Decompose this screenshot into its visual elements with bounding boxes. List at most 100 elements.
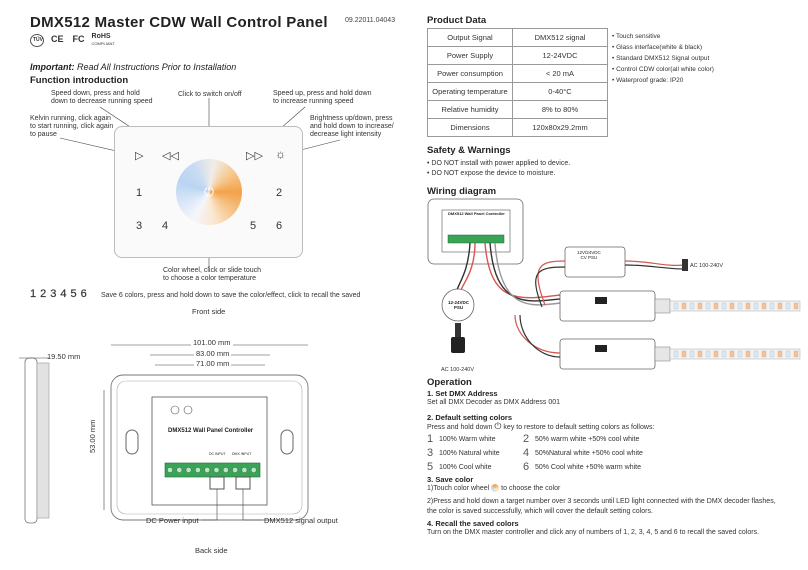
side-profile [24, 357, 38, 524]
save-number: 1 [30, 288, 37, 300]
back-housing-inner [116, 380, 303, 515]
screw-slot-left [125, 429, 139, 455]
color-label: 50% Cool white +50% warm white [534, 463, 641, 471]
table-cell-key: Output Signal [427, 28, 513, 47]
color-number: 5 [427, 461, 434, 473]
list-item: • Standard DMX512 Signal output [612, 55, 710, 62]
callout-speed-up: Speed up, press and hold down to increas… [273, 90, 372, 105]
panel-key-1[interactable]: 1 [136, 187, 143, 199]
dmx-output-label: DMX512 signal output [264, 516, 338, 525]
panel-key-6[interactable]: 6 [276, 220, 283, 232]
panel-key-4[interactable]: 4 [162, 220, 169, 232]
ce-logo: CE [51, 33, 64, 44]
list-item: 6 50% Cool white +50% warm white [523, 461, 673, 473]
speed-up-key-icon[interactable]: ▷▷ [246, 150, 263, 162]
important-note: Important: Read All Instructions Prior t… [30, 62, 236, 72]
strip-led [721, 350, 727, 358]
dim-83: 83.00 mm [194, 349, 232, 358]
terminal-pin [213, 467, 220, 473]
strip-body [669, 300, 801, 312]
table-cell-key: Power consumption [427, 64, 513, 83]
callout-kelvin: Kelvin running, click again to start run… [30, 115, 114, 138]
panel-key-2[interactable]: 2 [276, 187, 283, 199]
strip-led [713, 302, 719, 310]
color-temperature-wheel[interactable] [176, 159, 242, 225]
terminal-pin [176, 467, 183, 473]
wiring-heading: Wiring diagram [427, 186, 497, 197]
ac-label-left: AC 100-240V [441, 367, 475, 373]
strip-led [729, 302, 735, 310]
terminal-pin [167, 467, 173, 473]
terminal-pin [204, 467, 210, 473]
page-title: DMX512 Master CDW Wall Control Panel [30, 14, 328, 31]
list-item: 5 100% Cool white [427, 461, 523, 473]
step-1-text: Set all DMX Decoder as DMX Address 001 [427, 399, 561, 406]
step-3-heading: 3. Save color [427, 475, 474, 484]
color-number: 6 [523, 461, 530, 473]
save-number: 4 [60, 288, 67, 300]
strip-led [793, 350, 799, 358]
color-number: 2 [523, 433, 530, 445]
dmx-connector [235, 476, 251, 490]
step-1-heading: 1. Set DMX Address [427, 389, 498, 398]
strip-led [681, 350, 687, 358]
strip-led [673, 350, 679, 358]
safety-heading: Safety & Warnings [427, 145, 511, 156]
speed-down-key-icon[interactable]: ◁◁ [162, 150, 179, 162]
strip-led [697, 302, 703, 310]
save-number: 5 [70, 288, 77, 300]
save-number: 2 [40, 288, 47, 300]
power-icon[interactable]: ⏻ [203, 184, 215, 199]
back-side-drawing [19, 344, 309, 524]
terminal-block [164, 462, 261, 478]
rohs-text: RoHS [91, 33, 111, 40]
strip-led [737, 350, 743, 358]
panel-key-5[interactable]: 5 [250, 220, 257, 232]
strip-led [793, 302, 799, 310]
cv-psu-label: 12V/24VDC CV PSU [577, 250, 601, 260]
terminal-pin [185, 467, 192, 473]
strip-led [705, 350, 711, 358]
strip-led [777, 302, 783, 310]
default-colors-list: 1 100% Warm white 2 50% warm white +50% … [427, 433, 673, 473]
table-cell-value: 0-40°C [512, 82, 608, 101]
dc-power-input-label: DC Power input [146, 516, 199, 525]
color-label: 50% warm white +50% cool white [534, 435, 640, 443]
product-data-heading: Product Data [427, 15, 487, 26]
strip-led [761, 302, 767, 310]
side-profile-shade [36, 362, 50, 519]
safety-list: • DO NOT install with power applied to d… [427, 159, 570, 178]
step-3-text-1a: 1)Touch color wheel [427, 485, 490, 492]
panel-key-3[interactable]: 3 [136, 220, 143, 232]
brightness-key-icon[interactable]: ☼ [275, 147, 286, 161]
table-cell-key: Power Supply [427, 46, 513, 65]
strip-led [729, 350, 735, 358]
terminal-pin [250, 467, 257, 473]
list-item: • DO NOT expose the device to moisture. [427, 169, 556, 177]
operation-heading: Operation [427, 377, 472, 388]
list-item: • Control CDW color(all white color) [612, 66, 714, 73]
terminal-pin [222, 467, 229, 473]
color-number: 3 [427, 447, 434, 459]
strip-led [761, 350, 767, 358]
round-psu-label: 12-24VDC PSU [448, 300, 470, 310]
step-2-text: Press and hold down ⏻ key to restore to … [427, 421, 654, 433]
step-3-text-1b: to choose the color [501, 485, 561, 492]
cv-psu [564, 246, 626, 278]
table-cell-value: 120x80x29.2mm [512, 118, 608, 137]
callout-color-wheel: Color wheel, click or slide touch to cho… [163, 267, 262, 282]
table-cell-value: 12-24VDC [512, 46, 608, 65]
table-row: Power consumption< 20 mA [427, 64, 608, 83]
important-label: Important: [30, 62, 75, 72]
terminal-pin [241, 467, 248, 473]
terminal-pin [232, 467, 238, 473]
callout-click-onoff: Click to switch on/off [178, 91, 242, 98]
strip-led [745, 350, 751, 358]
play-pause-key-icon[interactable]: ▷ [135, 150, 144, 162]
terminal-pin [195, 467, 201, 473]
